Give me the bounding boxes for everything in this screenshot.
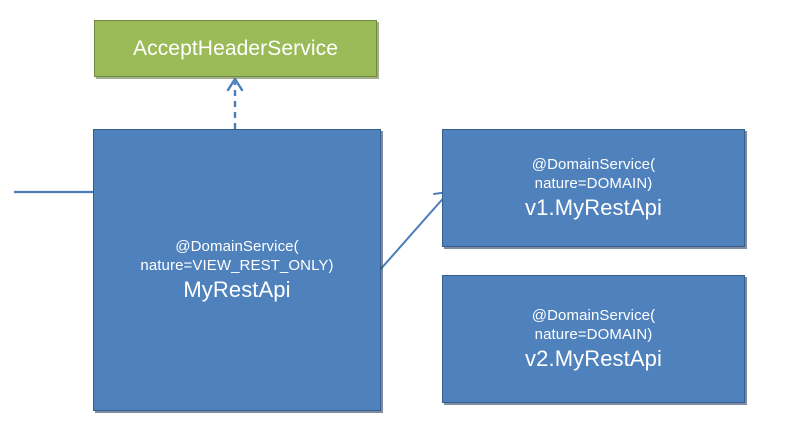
node-v2-my-rest-api[interactable]: @DomainService( nature=DOMAIN) v2.MyRest… [442, 275, 745, 403]
v1-my-rest-api-annotation-line2: nature=DOMAIN) [534, 174, 653, 192]
v2-my-rest-api-name: v2.MyRestApi [525, 345, 662, 371]
node-v1-my-rest-api[interactable]: @DomainService( nature=DOMAIN) v1.MyRest… [442, 129, 745, 247]
my-rest-api-name: MyRestApi [183, 276, 291, 302]
connector-rest-to-accept-header [226, 77, 244, 129]
connector-rest-to-v1 [378, 191, 449, 272]
node-my-rest-api[interactable]: @DomainService( nature=VIEW_REST_ONLY) M… [93, 129, 381, 411]
v1-my-rest-api-annotation-line1: @DomainService( [531, 155, 656, 173]
node-accept-header-service[interactable]: AcceptHeaderService [94, 20, 377, 77]
v2-my-rest-api-annotation-line1: @DomainService( [531, 306, 656, 324]
v2-my-rest-api-annotation-line2: nature=DOMAIN) [534, 325, 653, 343]
my-rest-api-annotation-line1: @DomainService( [175, 237, 299, 255]
v1-my-rest-api-name: v1.MyRestApi [525, 194, 662, 220]
my-rest-api-annotation-line2: nature=VIEW_REST_ONLY) [140, 256, 334, 274]
accept-header-service-label: AcceptHeaderService [133, 36, 338, 60]
